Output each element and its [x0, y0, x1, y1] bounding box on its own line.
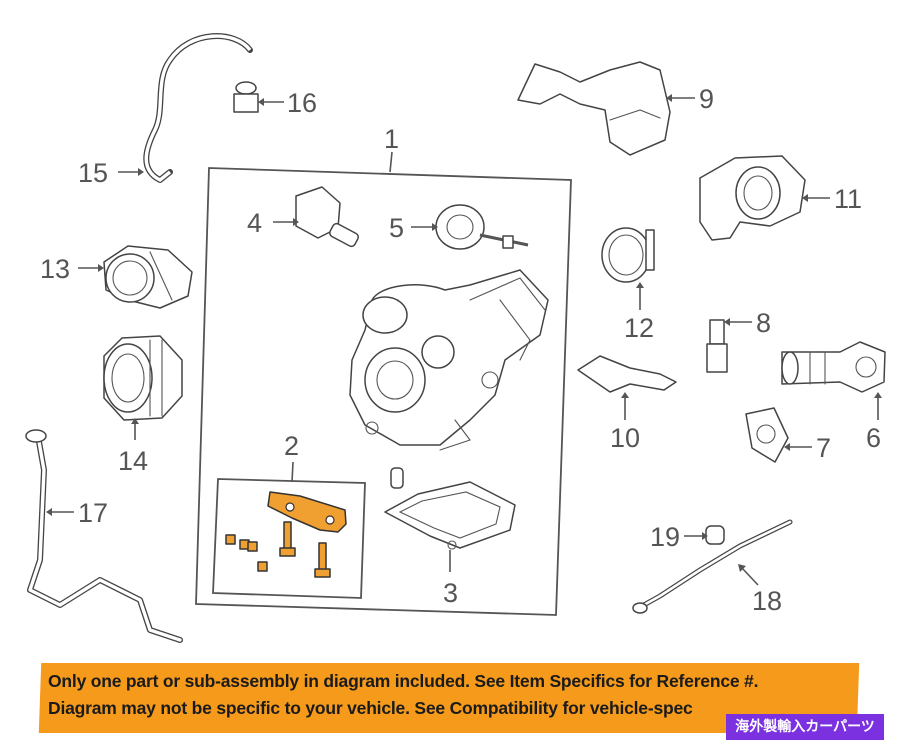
callout-6: 6 — [866, 423, 881, 453]
callout-17: 17 — [78, 498, 108, 528]
part-7-gasket: 7 — [745, 407, 831, 463]
part-19-connector: 19 — [650, 522, 725, 552]
part-15-vacuum-hose: 15 — [78, 33, 253, 188]
callout-11: 11 — [834, 184, 862, 214]
nut — [257, 561, 268, 572]
bracket-part — [267, 491, 347, 533]
callout-1: 1 — [384, 124, 399, 154]
part-8-temperature-sensor: 8 — [706, 308, 771, 373]
callout-18: 18 — [752, 586, 782, 616]
callout-2: 2 — [284, 431, 299, 461]
callout-14: 14 — [118, 446, 148, 476]
part-14-coupling: 14 — [103, 335, 183, 476]
callout-8: 8 — [756, 308, 771, 338]
callout-16: 16 — [287, 88, 317, 118]
part-9-heat-shield: 9 — [517, 61, 714, 156]
callout-12: 12 — [624, 313, 654, 343]
part-13-hose: 13 — [40, 245, 193, 309]
part-6-outlet-elbow: 6 — [781, 341, 886, 453]
part-5-actuator: 5 — [389, 204, 529, 250]
disclaimer-line-2: Diagram may not be specific to your vehi… — [48, 698, 693, 718]
part-12-clamp: 12 — [601, 227, 655, 343]
callout-3: 3 — [443, 578, 458, 608]
bracket-kit-box: 2 — [212, 431, 366, 599]
disclaimer-line-1: Only one part or sub-assembly in diagram… — [48, 671, 759, 691]
disclaimer-text: Only one part or sub-assembly in diagram… — [48, 668, 868, 722]
part-11-turbo-inlet: 11 — [699, 155, 862, 241]
part-17-oil-line: 17 — [25, 429, 183, 643]
bolt — [314, 542, 331, 578]
part-16-cap: 16 — [233, 81, 317, 118]
import-parts-badge: 海外製輸入カーパーツ — [726, 714, 884, 740]
part-3-heat-shield: 3 — [384, 467, 516, 608]
callout-19: 19 — [650, 522, 680, 552]
callout-9: 9 — [699, 84, 714, 114]
part-4-sensor: 4 — [247, 186, 359, 248]
nut — [225, 534, 236, 545]
assembly-frame: 1 — [195, 124, 572, 616]
callout-10: 10 — [610, 423, 640, 453]
turbocharger — [349, 269, 549, 451]
nut — [247, 541, 258, 552]
callout-4: 4 — [247, 208, 262, 238]
bolt — [279, 521, 296, 557]
callout-13: 13 — [40, 254, 70, 284]
callout-5: 5 — [389, 213, 404, 243]
callout-15: 15 — [78, 158, 108, 188]
callout-7: 7 — [816, 433, 831, 463]
part-10-shield: 10 — [577, 355, 677, 453]
part-18-sensor-lead: 18 — [632, 519, 793, 616]
